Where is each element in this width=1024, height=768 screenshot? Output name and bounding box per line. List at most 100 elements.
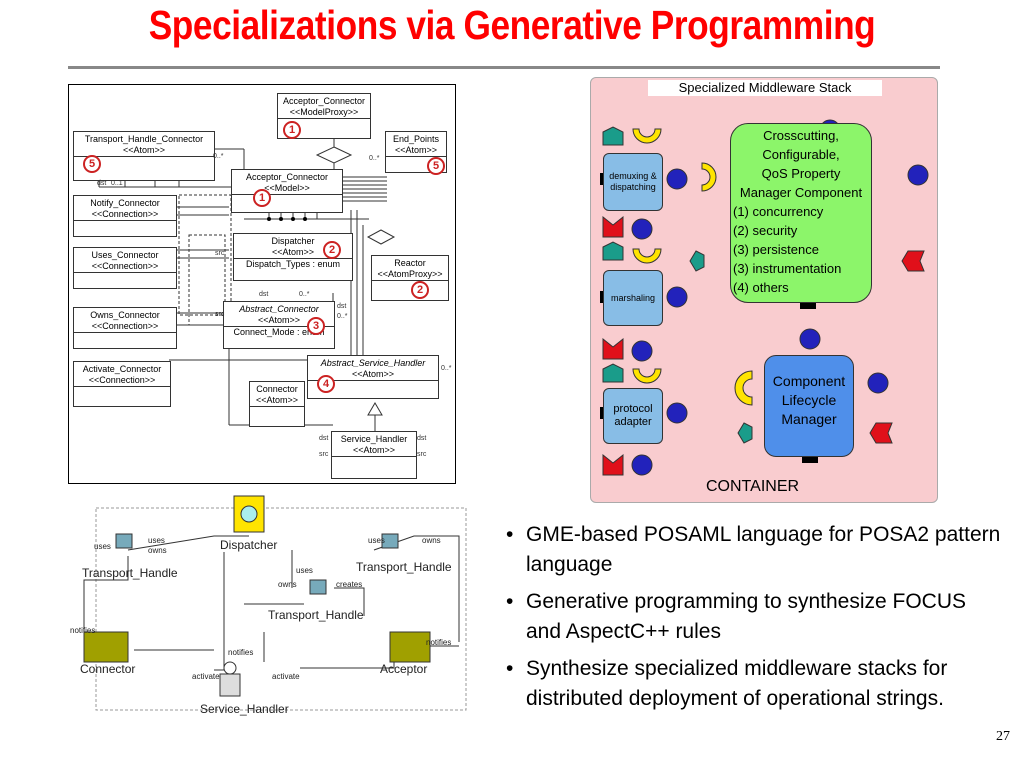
class-name: Notify_Connector (90, 198, 160, 208)
bullet-item: • GME-based POSAML language for POSA2 pa… (506, 520, 1006, 580)
navy-event-icon (907, 164, 929, 186)
callout-number: 4 (317, 375, 335, 393)
relation-label: activate (192, 672, 220, 681)
class-stereotype: <<Connection>> (91, 321, 159, 331)
navy-event-icon (799, 328, 821, 350)
navy-event-icon (666, 402, 688, 424)
class-name: Abstract_Service_Handler (320, 358, 426, 368)
callout-number: 5 (427, 157, 445, 175)
red-sink-icon (901, 250, 925, 272)
workstation-icon (115, 533, 133, 549)
class-stereotype: <<Atom>> (255, 395, 299, 405)
class-attribute: Connect_Mode : enum (233, 327, 325, 337)
qos-line: Configurable, (762, 147, 840, 162)
callout-number: 1 (253, 189, 271, 207)
multiplicity-label: dst (417, 435, 427, 442)
uml-class-activate-connector: Activate_Connector <<Connection>> (73, 361, 171, 407)
multiplicity-label: src (417, 451, 427, 458)
yellow-receptacle-icon (632, 248, 662, 264)
pattern-lines (83, 495, 467, 711)
bullet-dot: • (506, 657, 514, 680)
pattern-diagram: Dispatcher Transport_Handle Transport_Ha… (64, 492, 474, 720)
acceptor-icon (389, 631, 431, 663)
multiplicity-label: 0..1 (111, 180, 123, 187)
relation-label: uses (296, 566, 313, 575)
qos-item: (3) instrumentation (733, 261, 842, 276)
class-name: Connector (256, 384, 298, 394)
workstation-icon (309, 579, 327, 595)
class-name: Transport_Handle_Connector (84, 134, 204, 144)
relation-label: uses (148, 536, 165, 545)
page-number: 27 (996, 729, 1010, 744)
class-stereotype: <<Atom>> (257, 315, 301, 325)
class-stereotype: <<Connection>> (91, 261, 159, 271)
pattern-transport-handle-label: Transport_Handle (356, 560, 452, 574)
navy-event-icon (666, 168, 688, 190)
qos-line: Crosscutting, (763, 128, 839, 143)
teal-port-icon (737, 422, 753, 444)
class-stereotype: <<Atom>> (271, 247, 315, 257)
pattern-transport-handle-label: Transport_Handle (82, 566, 178, 580)
uml-class-acceptor-connector-model: Acceptor_Connector <<Model>> (231, 169, 343, 213)
teal-port-icon (602, 241, 624, 261)
class-stereotype: <<Connection>> (88, 375, 156, 385)
bullet-item: • Synthesize specialized middleware stac… (506, 654, 1006, 714)
multiplicity-label: dst (259, 291, 269, 298)
navy-event-icon (631, 454, 653, 476)
teal-port-icon (689, 250, 705, 272)
bullet-item: • Generative programming to synthesize F… (506, 587, 1006, 647)
class-name: Dispatcher (271, 236, 315, 246)
multiplicity-label: 0..* (369, 155, 380, 162)
callout-number: 2 (411, 281, 429, 299)
lifecycle-line: Lifecycle (781, 392, 837, 408)
container-shapes (600, 119, 929, 476)
relation-label: notifies (70, 626, 96, 635)
callout-number: 1 (283, 121, 301, 139)
relation-label: activate (272, 672, 300, 681)
class-name: Abstract_Connector (239, 304, 319, 314)
multiplicity-label: src (215, 250, 225, 257)
lifecycle-line: Component (772, 373, 846, 389)
bullet-dot: • (506, 523, 514, 546)
class-name: Activate_Connector (82, 364, 162, 374)
class-name: Uses_Connector (91, 250, 159, 260)
pattern-acceptor-label: Acceptor (380, 662, 428, 676)
connector-icon (83, 631, 129, 663)
class-stereotype: <<ModelProxy>> (289, 107, 359, 117)
qos-list: (1) concurrency (2) security (3) persist… (731, 202, 871, 297)
pattern-service-handler-label: Service_Handler (200, 702, 289, 716)
navy-event-icon (631, 218, 653, 240)
bullet-dot: • (506, 590, 514, 613)
relation-label: notifies (228, 648, 254, 657)
navy-event-icon (867, 372, 889, 394)
class-name: Acceptor_Connector (282, 96, 366, 106)
class-name: Service_Handler (340, 434, 408, 444)
yellow-receptacle-icon (734, 370, 753, 406)
workstation-icon (381, 533, 399, 549)
pattern-dispatcher-label: Dispatcher (220, 538, 278, 552)
callout-number: 2 (323, 241, 341, 259)
qos-item: (2) security (733, 223, 798, 238)
multiplicity-label: src (319, 451, 329, 458)
relation-label: creates (336, 580, 363, 589)
protocol-adapter-block: protocol adapter (603, 388, 663, 444)
relation-label: uses (368, 536, 385, 545)
multiplicity-label: 0..* (299, 291, 310, 298)
callout-number: 5 (83, 155, 101, 173)
class-name: Acceptor_Connector (245, 172, 329, 182)
container-label: CONTAINER (706, 478, 800, 495)
class-name: Reactor (394, 258, 426, 268)
yellow-receptacle-icon (632, 368, 662, 384)
red-sink-icon (602, 453, 624, 476)
qos-heading: Crosscutting, Configurable, QoS Property… (731, 124, 871, 202)
qos-item: (4) others (733, 280, 789, 295)
multiplicity-label: 0..* (441, 365, 452, 372)
callout-number: 3 (307, 317, 325, 335)
pattern-transport-handle-label: Transport_Handle (268, 608, 364, 622)
uml-class-service-handler: Service_Handler <<Atom>> (331, 431, 417, 479)
class-stereotype: <<Atom>> (394, 145, 438, 155)
multiplicity-label: dst (97, 180, 107, 187)
teal-port-icon (602, 363, 624, 383)
relation-label: uses (94, 542, 111, 551)
yellow-receptacle-icon (632, 128, 662, 144)
